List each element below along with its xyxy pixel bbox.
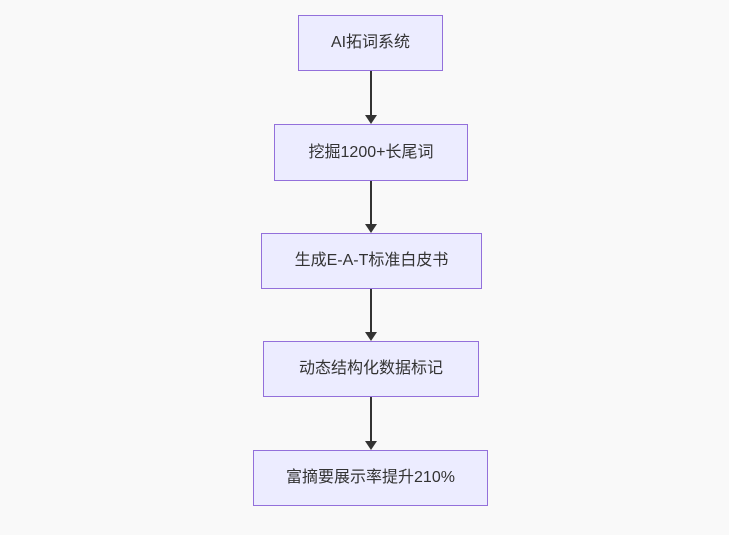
arrow-head-icon [365,224,377,233]
flow-arrow-n3-n4 [365,289,377,341]
flow-node-ai-word-expansion-system: AI拓词系统 [298,15,443,71]
arrow-head-icon [365,441,377,450]
flow-arrow-n1-n2 [365,71,377,124]
flow-node-dynamic-structured-data-markup: 动态结构化数据标记 [263,341,479,397]
flow-node-mine-longtail-keywords: 挖掘1200+长尾词 [274,124,468,181]
arrow-line [370,71,372,116]
node-label: AI拓词系统 [330,34,411,52]
arrow-head-icon [365,115,377,124]
flow-node-rich-snippet-rate-increase: 富摘要展示率提升210% [253,450,488,506]
arrow-line [370,181,372,225]
flow-arrow-n4-n5 [365,397,377,450]
arrow-line [370,289,372,333]
node-label: 挖掘1200+长尾词 [308,143,434,161]
flow-node-generate-eat-whitepaper: 生成E-A-T标准白皮书 [261,233,482,289]
node-label: 生成E-A-T标准白皮书 [294,252,449,270]
arrow-head-icon [365,332,377,341]
flow-arrow-n2-n3 [365,181,377,233]
node-label: 富摘要展示率提升210% [286,469,455,487]
node-label: 动态结构化数据标记 [298,360,443,378]
arrow-line [370,397,372,442]
